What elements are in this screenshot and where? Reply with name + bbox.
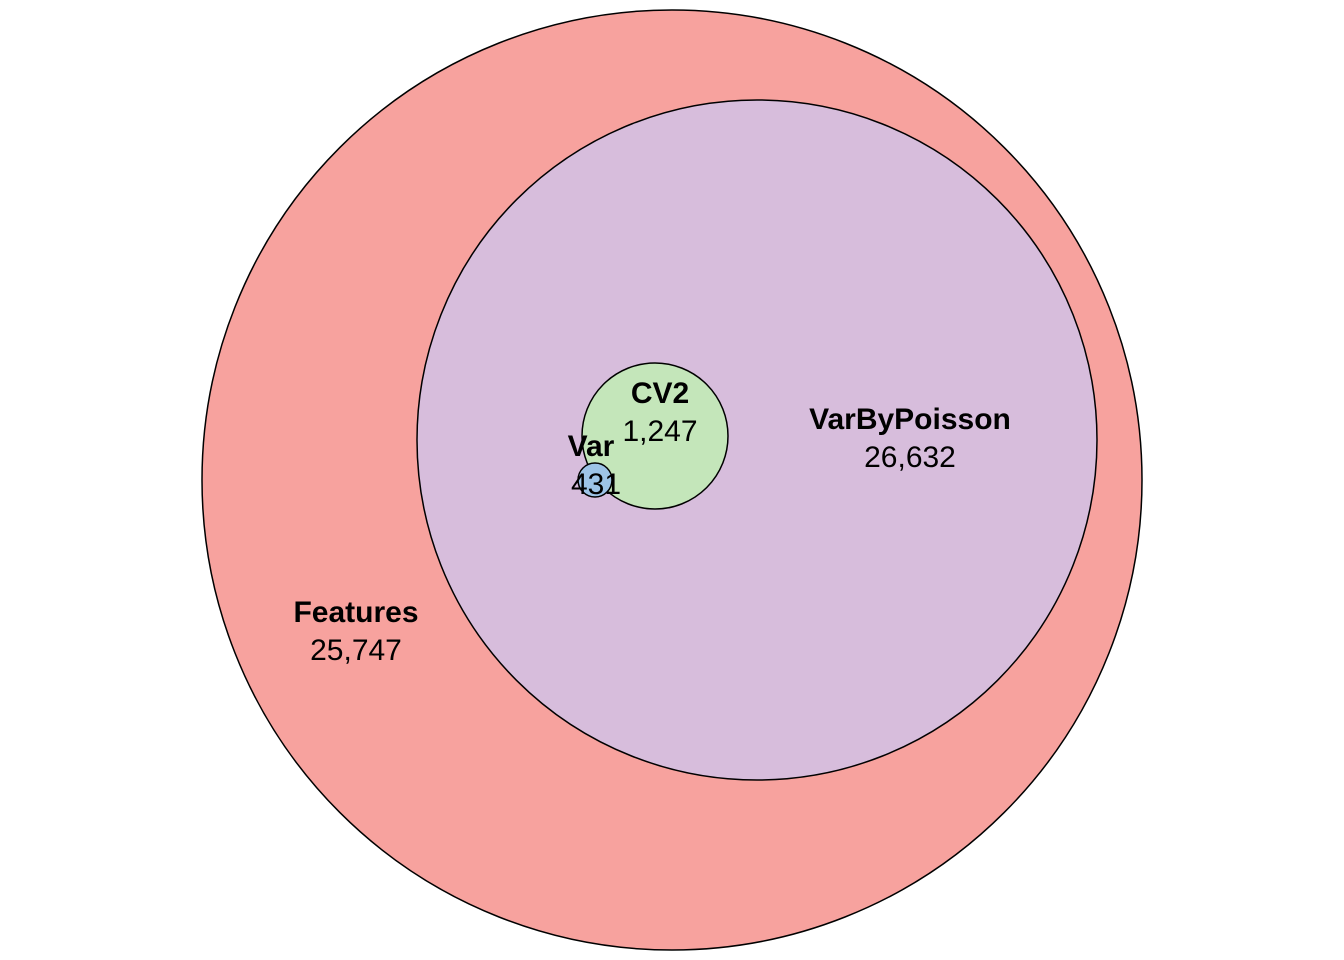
varbypoisson-circle xyxy=(416,99,1098,781)
set-cv2 xyxy=(581,362,729,510)
features-label: Features xyxy=(293,596,418,629)
set-varbypoisson xyxy=(416,99,1098,781)
var-circle xyxy=(577,462,613,498)
varbypoisson-label: VarByPoisson xyxy=(809,403,1011,436)
set-var xyxy=(577,462,613,498)
features-count: 25,747 xyxy=(310,634,402,667)
cv2-circle xyxy=(581,362,729,510)
var-label: Var xyxy=(568,430,615,463)
cv2-count: 1,247 xyxy=(622,415,697,448)
var-count: 431 xyxy=(571,468,621,501)
cv2-label: CV2 xyxy=(631,377,689,410)
varbypoisson-count: 26,632 xyxy=(864,441,956,474)
